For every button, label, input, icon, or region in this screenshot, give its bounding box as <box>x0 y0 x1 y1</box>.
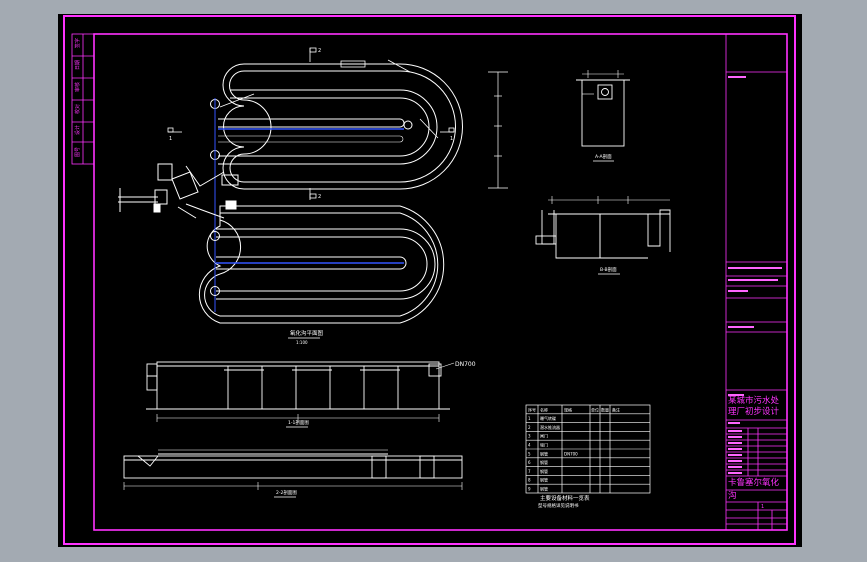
aerator-disc <box>403 120 413 130</box>
project-name-line2: 理厂初步设计 <box>728 406 780 417</box>
pipe-dn700-leader <box>435 362 455 370</box>
aerator-disc <box>210 231 220 241</box>
table-cell: 3 <box>528 434 531 439</box>
table-cell: DN700 <box>564 451 578 456</box>
project-name-line1: 某城市污水处 <box>728 395 780 406</box>
table-cell: 7 <box>528 469 531 474</box>
drawing-name-line1: 卡鲁塞尔氧化 <box>728 477 780 488</box>
strip-cell-5: 设计 <box>74 125 81 135</box>
table-header-cell: 序号 <box>528 406 536 412</box>
section-mark-left: 1 <box>169 136 172 142</box>
section-b-title: 2-2剖面图 <box>276 489 297 496</box>
equipment-table-rows: 序号名称 规格 单位数量备注 1 曝气转碟 2 潜水推流器 3 闸门 4 堰门 5 钢管 DN700 6 钢管… <box>526 406 650 492</box>
section-markers <box>167 47 455 200</box>
title-block-small-marks <box>728 76 782 474</box>
left-strip-labels: 签字 日期 审核 校对 设计 图号 <box>74 38 81 157</box>
table-cell: 潜水推流器 <box>540 424 560 430</box>
table-cell: 钢管 <box>540 450 548 456</box>
table-cell: 堰门 <box>540 442 548 448</box>
table-header-cell: 数量 <box>601 406 609 412</box>
table-cell: 钢管 <box>540 477 548 483</box>
strip-cell-4: 校对 <box>74 104 81 114</box>
section-mark-top: 2 <box>318 48 321 54</box>
upper-arrows <box>219 59 439 139</box>
plan-scale: 1:100 <box>296 340 308 345</box>
section-a-title: 1-1剖面图 <box>288 419 309 426</box>
table-cell: 钢管 <box>540 468 548 474</box>
title-block <box>725 33 788 531</box>
table-cell: 闸门 <box>540 433 548 439</box>
table-caption-line2: 型号规格详见说明书 <box>538 502 579 509</box>
strip-cell-2: 日期 <box>75 60 81 70</box>
sheet-number: 1 <box>761 504 764 510</box>
plan-dimension-line <box>488 71 508 189</box>
table-cell: 5 <box>528 451 531 456</box>
table-cell: 钢管 <box>540 486 548 492</box>
left-strip <box>71 33 95 165</box>
detail-1-title: A-A剖面 <box>595 153 612 160</box>
table-cell: 8 <box>528 478 531 483</box>
table-cell: 4 <box>528 443 531 448</box>
table-cell: 6 <box>528 460 531 465</box>
section-a <box>146 361 450 422</box>
section-mark-right: 1 <box>450 136 453 142</box>
strip-cell-3: 审核 <box>74 82 81 92</box>
section-b <box>123 449 463 490</box>
table-caption-line1: 主要设备材料一览表 <box>540 494 590 502</box>
strip-cell-6: 图号 <box>75 147 81 157</box>
strip-cell-1: 签字 <box>74 38 81 48</box>
table-header-cell: 名称 <box>540 406 548 412</box>
plan-title: 氧化沟平面图 <box>290 329 324 337</box>
table-cell: 曝气转碟 <box>540 415 556 421</box>
table-header-cell: 单位 <box>591 406 599 412</box>
table-cell: 2 <box>528 425 531 430</box>
cad-drawing-sheet: 签字 日期 审核 校对 设计 图号 <box>58 14 802 547</box>
drawing-name-line2: 沟 <box>728 490 737 501</box>
aerator-disc <box>210 286 220 296</box>
table-cell: 1 <box>528 416 531 421</box>
ditch-lower <box>198 205 445 324</box>
ditch-upper <box>218 63 463 190</box>
outer-frame <box>63 15 796 545</box>
table-cell: 钢管 <box>540 459 548 465</box>
detail-2 <box>535 196 671 259</box>
detail-2-title: B-B剖面 <box>600 266 617 273</box>
table-header-cell: 备注 <box>612 406 620 412</box>
inlet-structure <box>118 163 239 219</box>
section-mark-bottom: 2 <box>318 194 321 200</box>
detail-1 <box>576 70 630 147</box>
table-header-cell: 规格 <box>564 406 572 412</box>
pipe-dn700-label: DN700 <box>455 361 476 368</box>
table-cell: 9 <box>528 487 531 492</box>
